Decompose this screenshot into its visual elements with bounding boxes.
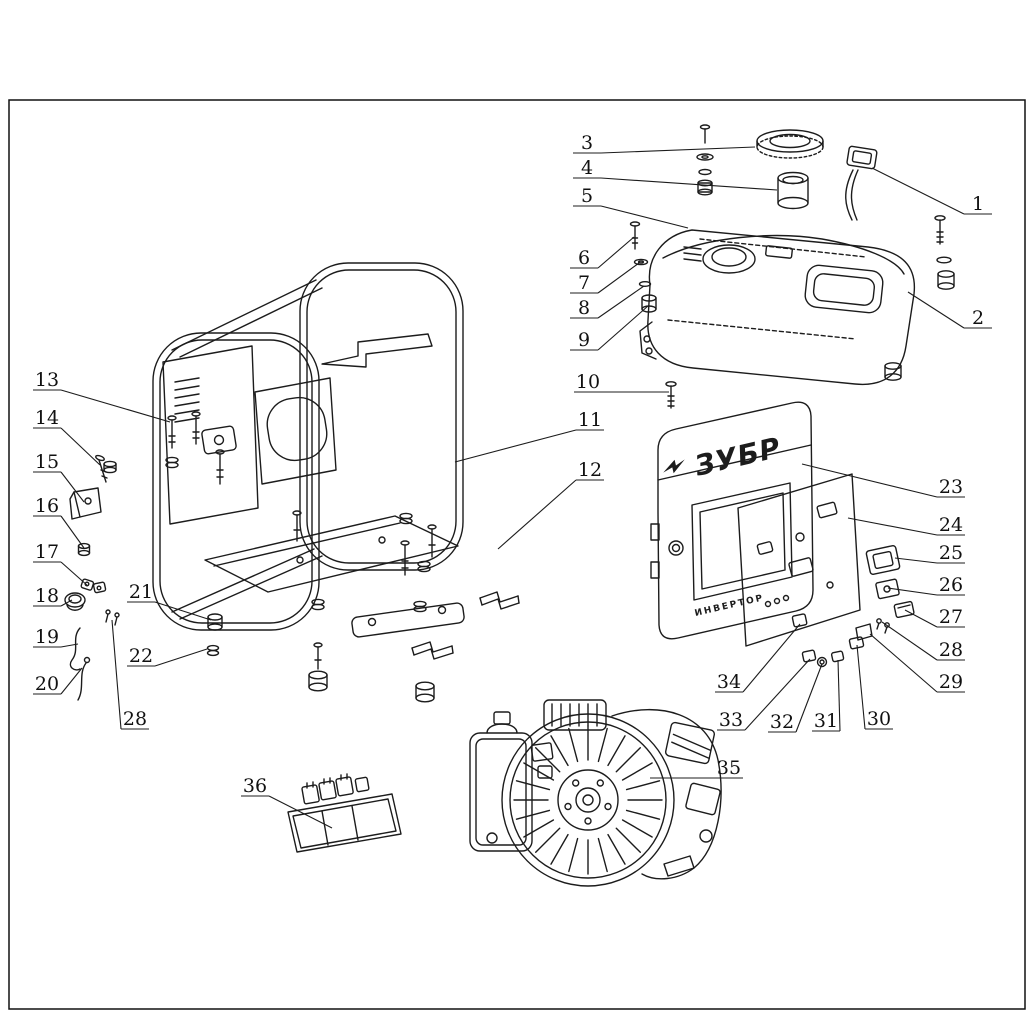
callout-14-13: 14: [33, 407, 101, 466]
callout-number-32: 32: [770, 711, 794, 733]
engine-alternator-art: [469, 699, 722, 887]
panel-back-plate-art: [737, 473, 861, 647]
callout-21-20: 21: [127, 581, 212, 621]
callout-8-7: 8: [570, 285, 645, 319]
callout-number-27: 27: [939, 606, 963, 628]
tank-mount-hardware-right-art: [884, 215, 955, 381]
callout-number-6: 6: [578, 247, 590, 269]
callout-23-22: 23: [801, 463, 965, 498]
frame-brackets-art: [351, 591, 520, 660]
callout-number-19: 19: [35, 626, 59, 648]
tank-bracket-art: [845, 145, 878, 221]
callout-7-6: 7: [570, 262, 640, 294]
callout-35-35: 35: [650, 757, 743, 779]
callout-20-19: 20: [33, 667, 83, 695]
callout-number-22: 22: [129, 645, 153, 667]
callout-number-11: 11: [578, 409, 602, 431]
callout-number-10: 10: [576, 371, 600, 393]
fuel-tank-art: [639, 229, 916, 386]
callout-25-24: 25: [894, 542, 965, 564]
fuel-filter-cup-art: [777, 171, 809, 210]
callout-number-36: 36: [243, 775, 267, 797]
callout-number-4: 4: [581, 157, 593, 179]
callout-2-1: 2: [907, 291, 992, 329]
callout-number-24: 24: [939, 514, 963, 536]
callout-18-17: 18: [33, 585, 73, 607]
callout-16-15: 16: [33, 495, 85, 549]
callout-19-18: 19: [33, 626, 79, 648]
callout-number-33: 33: [719, 709, 743, 731]
callout-number-28: 28: [939, 639, 963, 661]
callout-number-26: 26: [939, 574, 963, 596]
callout-number-7: 7: [578, 272, 590, 294]
callout-1-0: 1: [871, 167, 992, 215]
callout-26-25: 26: [887, 574, 965, 596]
callout-15-14: 15: [33, 451, 85, 503]
callout-number-17: 17: [35, 541, 59, 563]
fuel-cap-art: [756, 129, 824, 159]
callout-32-32: 32: [768, 663, 823, 733]
callout-layer: 1234567891011121314151617181920212223242…: [33, 132, 992, 829]
callout-4-3: 4: [573, 157, 778, 191]
callout-5-4: 5: [573, 185, 689, 229]
callout-30-30: 30: [856, 644, 893, 730]
callout-12-11: 12: [497, 459, 604, 550]
callout-number-20: 20: [35, 673, 59, 695]
callout-10-9: 10: [574, 371, 669, 393]
callout-34-34: 34: [715, 623, 801, 693]
frame-art: [152, 262, 464, 631]
callout-number-12: 12: [578, 459, 602, 481]
callout-number-18: 18: [35, 585, 59, 607]
callout-24-23: 24: [847, 514, 965, 536]
callout-number-15: 15: [35, 451, 59, 473]
callout-number-25: 25: [939, 542, 963, 564]
callout-29-28: 29: [869, 633, 965, 693]
diagram-art: ЗУБР ИНВЕРТОР: [64, 124, 955, 887]
callout-22-21: 22: [127, 645, 208, 667]
callout-6-5: 6: [570, 236, 635, 269]
callout-27-26: 27: [904, 606, 965, 628]
callout-number-16: 16: [35, 495, 59, 517]
callout-3-2: 3: [573, 132, 756, 154]
diagram-border: [8, 99, 1026, 1010]
callout-number-2: 2: [972, 307, 984, 329]
callout-36-36: 36: [241, 775, 333, 829]
callout-number-5: 5: [581, 185, 593, 207]
parts-tray-art: [287, 773, 402, 853]
left-small-parts-art: [64, 454, 108, 701]
callout-28-29: 28: [111, 619, 149, 730]
alternator-fins: [513, 725, 663, 875]
callout-11-10: 11: [454, 409, 604, 463]
callout-number-34: 34: [717, 671, 741, 693]
callout-number-9: 9: [578, 329, 590, 351]
callout-9-8: 9: [570, 305, 649, 351]
callout-number-31: 31: [814, 710, 838, 732]
callout-number-23: 23: [939, 476, 963, 498]
callout-28-27: 28: [881, 621, 965, 661]
callout-number-28: 28: [123, 708, 147, 730]
tank-bolt-art: [665, 381, 677, 409]
callout-number-35: 35: [717, 757, 741, 779]
panel-small-parts-art: [791, 613, 865, 668]
control-panel-art: ЗУБР ИНВЕРТОР: [650, 401, 814, 640]
callout-number-13: 13: [35, 369, 59, 391]
cap-screw-washers-art: [696, 124, 714, 196]
callout-number-21: 21: [129, 581, 153, 603]
callout-13-12: 13: [33, 369, 171, 423]
callout-number-8: 8: [578, 297, 590, 319]
callout-17-16: 17: [33, 541, 89, 587]
panel-switches-art: [855, 545, 915, 641]
frame-fasteners-art: [103, 411, 437, 703]
callout-33-33: 33: [717, 658, 811, 731]
callout-number-29: 29: [939, 671, 963, 693]
callout-number-3: 3: [581, 132, 593, 154]
callout-number-14: 14: [35, 407, 59, 429]
panel-brand-text: ЗУБР: [691, 431, 785, 483]
callout-31-31: 31: [812, 659, 841, 732]
callout-number-30: 30: [867, 708, 891, 730]
callout-number-1: 1: [972, 193, 984, 215]
